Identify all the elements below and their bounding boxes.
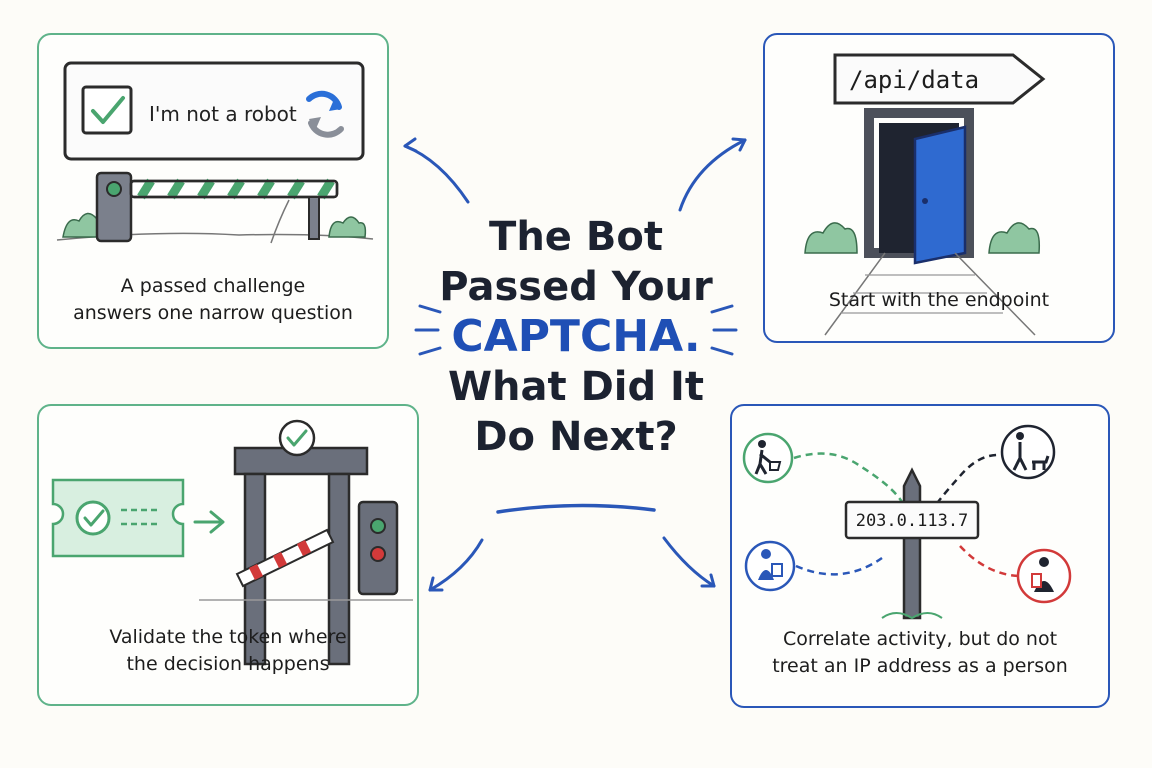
barrier-post — [95, 171, 133, 243]
bush-icon — [804, 222, 1041, 254]
caption-endpoint: Start with the endpoint — [765, 287, 1113, 314]
person-phone-icon — [1016, 548, 1072, 604]
person-dog-icon — [1000, 424, 1056, 480]
caption-line: Correlate activity, but do not — [782, 628, 1058, 650]
caption-line: answers one narrow question — [73, 302, 353, 324]
title-line-1: The Bot — [489, 214, 663, 260]
caption-line: the decision happens — [126, 653, 330, 675]
token-gate-illustration — [51, 419, 413, 666]
recaptcha-icon — [306, 90, 344, 138]
panel-validate-token: Validate the token where the decision ha… — [37, 404, 419, 706]
barrier-arm — [235, 528, 335, 588]
checkbox-checked-icon — [81, 85, 133, 135]
signpost-pole — [902, 467, 922, 620]
captcha-widget — [63, 61, 365, 161]
caption-passed-challenge: A passed challenge answers one narrow qu… — [39, 273, 387, 327]
arrow-to-top-left — [403, 144, 470, 204]
title-line-4: What Did It — [447, 364, 705, 410]
arrow-to-top-right — [678, 138, 747, 212]
title-line-5: Do Next? — [474, 414, 678, 460]
caption-line: A passed challenge — [120, 275, 306, 297]
endpoint-label: /api/data — [849, 66, 979, 94]
person-reading-icon — [744, 540, 796, 592]
ip-address-sign — [844, 500, 980, 540]
caption-line: Start with the endpoint — [828, 289, 1050, 311]
caption-correlate-activity: Correlate activity, but do not treat an … — [732, 626, 1108, 680]
endpoint-door-illustration: /api/data — [804, 53, 1046, 336]
title-line-3: CAPTCHA. — [451, 311, 701, 362]
ip-correlation-illustration: 203.0.113.7 — [742, 424, 1072, 620]
barrier-arm — [129, 178, 339, 200]
open-door-icon — [913, 125, 967, 265]
captcha-gate-illustration: I'm not a robot — [56, 61, 374, 244]
api-signpost — [833, 53, 1046, 105]
panel-endpoint: /api/data Start with the endpoint — [763, 33, 1115, 343]
arrow-right-icon — [193, 510, 225, 534]
caption-line: Validate the token where — [109, 626, 347, 648]
checkbox-label: I'm not a robot — [149, 102, 297, 126]
person-cart-icon — [742, 432, 794, 484]
arrow-to-bottom-left — [428, 538, 484, 592]
title-line-2: Passed Your — [439, 264, 713, 310]
ip-address-label: 203.0.113.7 — [856, 511, 969, 531]
panel-correlate-activity: 203.0.113.7 Correlate activity, but do n… — [730, 404, 1110, 708]
caption-line: treat an IP address as a person — [772, 655, 1068, 677]
panel-passed-challenge: I'm not a robot A passed challenge answe… — [37, 33, 389, 349]
gate-check-icon — [278, 419, 316, 457]
token-ticket-icon — [51, 478, 185, 558]
main-title: The Bot Passed Your CAPTCHA. What Did It… — [400, 212, 752, 462]
caption-validate-token: Validate the token where the decision ha… — [39, 624, 417, 678]
arrow-to-bottom-right — [662, 536, 716, 588]
